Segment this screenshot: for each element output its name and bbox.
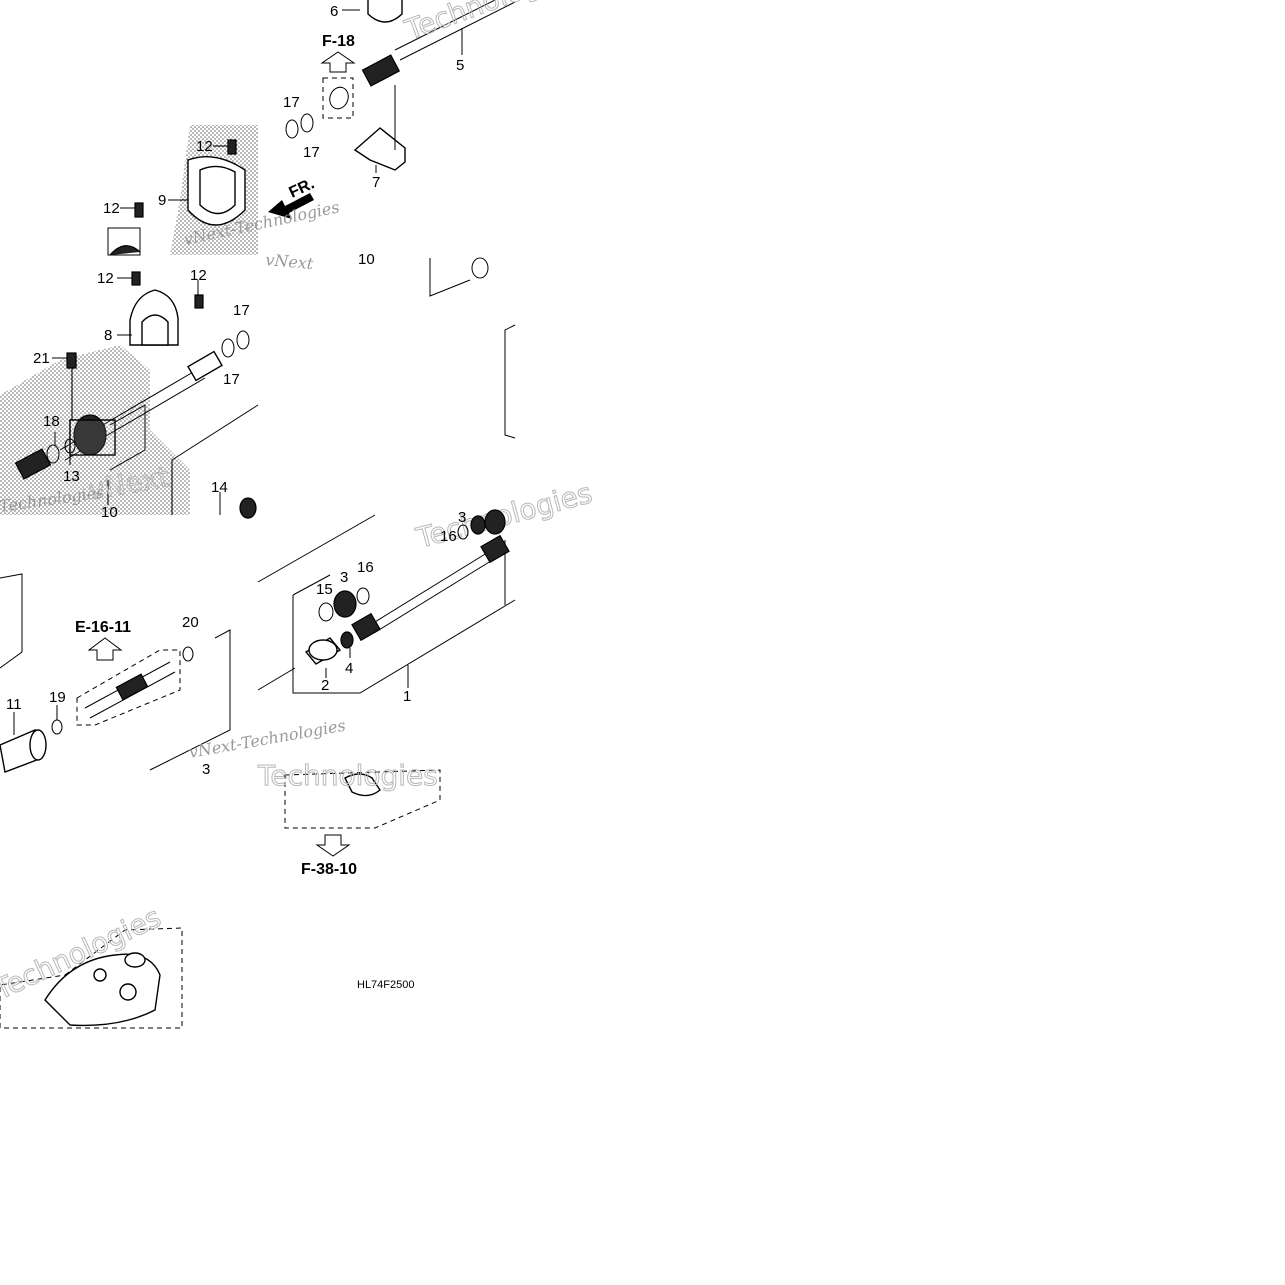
ref-f3810[interactable]: F-38-10: [301, 861, 357, 878]
dashed-box-e1611: [76, 649, 181, 726]
callout-21: 21: [33, 350, 50, 367]
callout-6: 6: [330, 3, 338, 20]
collar-2: [308, 639, 338, 661]
o-ring: [329, 86, 349, 110]
ref-e1611[interactable]: E-16-11: [75, 619, 131, 636]
callout-2: 2: [321, 677, 329, 694]
bolt-12d: [194, 294, 204, 309]
arrow-down-icon: [315, 834, 351, 857]
cylinder-11: [29, 729, 47, 761]
bracket-6: [367, 0, 403, 23]
callout-14: 14: [211, 479, 228, 496]
arrow-up-icon: [320, 51, 356, 73]
bolt-21: [66, 352, 77, 369]
splined-shaft: [115, 673, 149, 701]
housing-fragment: [344, 773, 381, 797]
tile-top: Technologies vNext-Technologies 6 F-18 5…: [103, 0, 582, 256]
bracket-7: [353, 127, 406, 171]
spring-4: [340, 631, 354, 649]
callout-12: 12: [97, 270, 114, 287]
callout-13: 13: [63, 468, 80, 485]
callout-3: 3: [202, 761, 210, 778]
callout-16: 16: [440, 528, 457, 545]
tile-final-drive: Technologies HL74F2500: [0, 900, 415, 1029]
callout-8: 8: [104, 327, 112, 344]
callout-7: 7: [372, 174, 380, 191]
callout-4: 4: [345, 660, 353, 677]
callout-17: 17: [303, 144, 320, 161]
arrow-up-icon: [87, 637, 123, 661]
dashed-box-f18: [322, 77, 354, 119]
o-ring-17a: [285, 119, 299, 139]
shaft-spline: [187, 350, 223, 382]
shaft-spline-end: [480, 534, 510, 564]
o-ring-16: [356, 587, 370, 605]
front-arrow-icon: [268, 193, 314, 219]
callout-12: 12: [196, 138, 213, 155]
callout-15: 15: [316, 581, 333, 598]
ref-f18[interactable]: F-18: [322, 33, 355, 50]
shaft-joint: [361, 54, 401, 87]
watermark: vNext-Technologies: [187, 716, 347, 762]
callout-20: 20: [182, 614, 199, 631]
bolt-12a: [227, 139, 237, 155]
bolt-12c: [131, 271, 141, 286]
callout-9: 9: [158, 192, 166, 209]
tile-middle: vNext 10: [0, 250, 516, 521]
callout-5: 5: [456, 57, 464, 74]
callout-12: 12: [190, 267, 207, 284]
callout-17: 17: [223, 371, 240, 388]
callout-17: 17: [283, 94, 300, 111]
o-ring-19: [51, 719, 63, 735]
callout-16: 16: [357, 559, 374, 576]
o-ring-17b: [300, 113, 314, 133]
callout-17: 17: [233, 302, 250, 319]
diagram-code: HL74F2500: [357, 979, 415, 991]
gear-3: [333, 590, 357, 618]
watermark: Technologies: [257, 759, 438, 792]
callout-3: 3: [340, 569, 348, 586]
callout-1: 1: [403, 688, 411, 705]
callout-19: 19: [49, 689, 66, 706]
dashed-box-final-drive: [0, 927, 183, 1029]
watermark: Technologies: [400, 0, 581, 47]
o-ring-17c: [221, 338, 235, 358]
tile-housing: Technologies F-38-10: [257, 759, 441, 878]
dashed-box-f3810: [284, 769, 441, 829]
bracket-9-inner: [199, 165, 236, 215]
callout-12: 12: [103, 200, 120, 217]
o-ring-20: [182, 646, 194, 662]
callout-3: 3: [458, 509, 466, 526]
tile-lower: Technologies: [0, 476, 596, 778]
o-ring-15: [318, 602, 334, 622]
callout-10: 10: [101, 504, 118, 521]
bolt-12b: [134, 202, 144, 218]
o-ring: [471, 257, 489, 279]
o-ring-17d: [236, 330, 250, 350]
shaft-spline-end: [351, 612, 381, 642]
callout-10: 10: [358, 251, 375, 268]
callout-18: 18: [43, 413, 60, 430]
callout-11: 11: [6, 696, 22, 713]
final-drive-housing: [44, 953, 161, 1027]
watermark: vNext: [265, 250, 315, 273]
joint-14: [239, 497, 257, 519]
